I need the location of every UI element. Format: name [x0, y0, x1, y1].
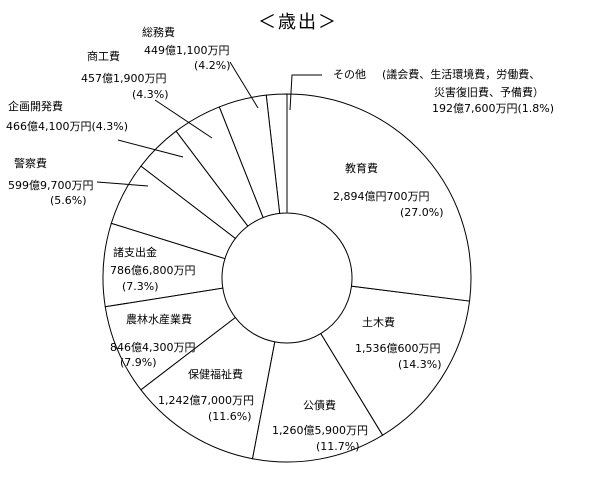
label-kikaku-name: 企画開発費 [8, 100, 63, 113]
donut-slice-4 [104, 287, 237, 391]
label-kyouiku-amount: 2,894億円700万円 [333, 190, 430, 203]
label-soumu-amount: 449億1,100万円 [144, 44, 230, 57]
donut-slice-2 [251, 332, 384, 463]
label-shishutsu-amount: 786億6,800万円 [110, 264, 196, 277]
label-shishutsu-name: 諸支出金 [113, 246, 157, 259]
leader-lines [96, 61, 322, 187]
label-hoken-pct: (11.6%) [208, 410, 252, 423]
label-kousai-pct: (11.7%) [316, 440, 360, 453]
label-shoko-pct: (4.3%) [132, 88, 169, 101]
label-hoken-name: 保健福祉費 [188, 368, 243, 381]
label-nourin-pct: (7.9%) [120, 356, 157, 369]
label-kousai-amount: 1,260億5,900万円 [272, 424, 368, 437]
donut-slice-7 [140, 130, 249, 240]
leader-line-keisatsu [96, 181, 149, 187]
donut-slice-3 [140, 316, 276, 460]
label-doboku-pct: (14.3%) [398, 358, 442, 371]
donut-slice-1 [320, 285, 471, 436]
label-keisatsu-pct: (5.6%) [50, 194, 87, 207]
label-shishutsu-pct: (7.3%) [122, 280, 159, 293]
donut-slice-6 [110, 165, 237, 260]
label-soumu-pct: (4.2%) [194, 59, 231, 72]
label-nourin-amount: 846億4,300万円 [110, 341, 196, 354]
leader-line-kikaku [117, 139, 184, 158]
leader-line-shoko [154, 99, 213, 139]
label-sonota-detail1: (議会費、生活環境費，労働費、 [382, 68, 541, 81]
label-sonota-amount: 192億7,600万円(1.8%) [432, 102, 555, 115]
label-shoko-name: 商工費 [87, 50, 120, 63]
label-sonota-name: その他 [333, 68, 366, 81]
label-kousai-name: 公債費 [303, 399, 336, 412]
label-kikaku-amount: 466億4,100万円(4.3%) [6, 120, 129, 133]
label-hoken-amount: 1,242億7,000万円 [158, 394, 254, 407]
leader-line-sonota [289, 74, 322, 111]
leader-line-soumu [229, 61, 259, 109]
label-nourin-name: 農林水産業費 [126, 313, 192, 326]
label-kyouiku-name: 教育費 [345, 162, 378, 175]
label-doboku-name: 土木費 [362, 316, 395, 329]
label-kyouiku-pct: (27.0%) [400, 206, 444, 219]
donut-slice-5 [102, 222, 226, 308]
label-keisatsu-name: 警察費 [14, 157, 47, 170]
donut-slice-0 [286, 93, 472, 302]
label-doboku-amount: 1,536億600万円 [355, 342, 441, 355]
chart-title: ＜歳出＞ [258, 12, 338, 33]
label-sonota-detail2: 災害復旧費、予備費） [434, 86, 544, 99]
label-soumu-name: 総務費 [142, 26, 175, 39]
donut-slice-9 [218, 94, 281, 219]
label-keisatsu-amount: 599億9,700万円 [8, 179, 94, 192]
label-shoko-amount: 457億1,900万円 [81, 72, 167, 85]
